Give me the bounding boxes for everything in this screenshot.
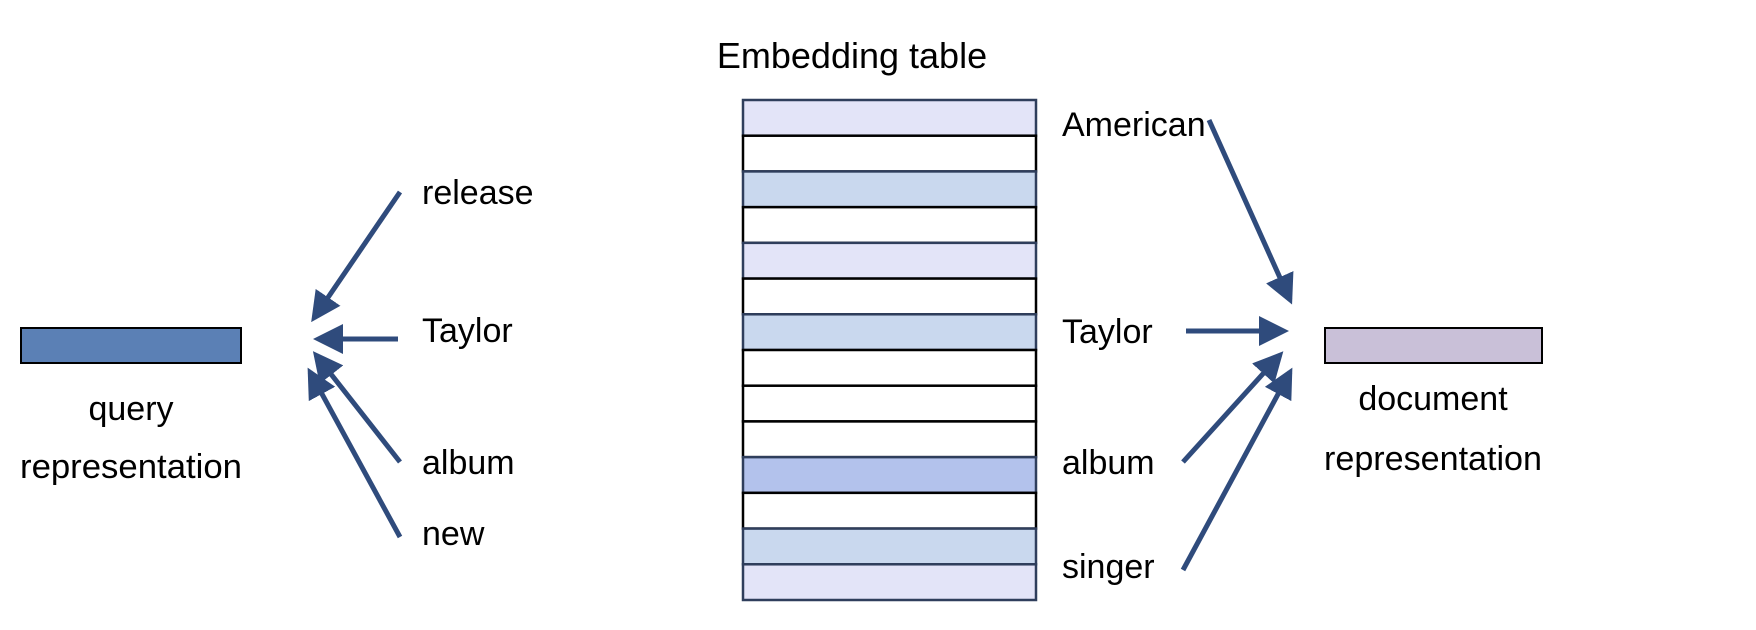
embedding-row (741, 563, 1038, 602)
arrow-american-to-document (1206, 118, 1294, 305)
embedding-row (741, 277, 1038, 316)
query-word-album: album (422, 444, 515, 482)
embedding-row (741, 455, 1038, 495)
embedding-row (741, 205, 1038, 245)
query-representation-bar (20, 327, 242, 364)
embedding-row (741, 527, 1038, 566)
document-label-line1: document (1358, 380, 1508, 418)
embedding-row (741, 313, 1038, 352)
embedding-row (741, 348, 1038, 387)
doc-word-singer: singer (1062, 548, 1155, 586)
embedding-row (741, 420, 1038, 459)
query-word-new: new (422, 515, 485, 553)
query-word-release: release (422, 174, 534, 212)
arrow-album-to-document (1181, 351, 1284, 464)
embedding-row (741, 98, 1038, 137)
embedding-row (741, 134, 1038, 173)
embedding-table (741, 98, 1038, 602)
document-representation-bar (1324, 327, 1543, 364)
arrow-singer-to-document (1180, 367, 1293, 572)
doc-word-american: American (1062, 106, 1206, 144)
embedding-row (741, 491, 1038, 530)
embedding-table-title: Embedding table (717, 35, 987, 76)
document-label-line2: representation (1324, 440, 1542, 478)
embedding-row (741, 241, 1038, 280)
doc-word-album: album (1062, 444, 1155, 482)
doc-word-taylor: Taylor (1062, 313, 1153, 351)
query-label-line1: query (88, 390, 173, 428)
embedding-row (741, 170, 1038, 209)
arrow-release-to-query (311, 190, 403, 323)
query-word-taylor: Taylor (422, 312, 513, 350)
embedding-row (741, 384, 1038, 423)
arrow-new-to-query (307, 367, 403, 539)
query-label-line2: representation (20, 448, 242, 486)
